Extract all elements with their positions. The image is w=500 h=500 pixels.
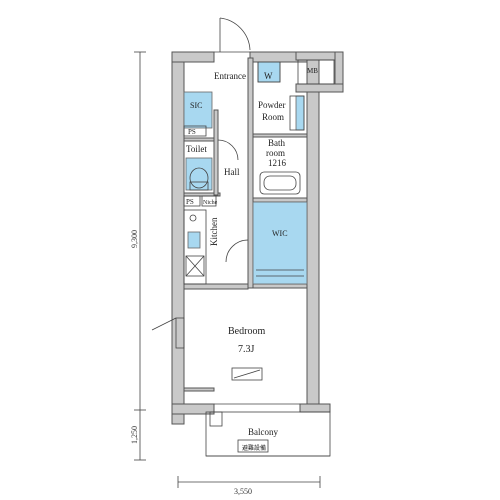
ps-lower-box (183, 195, 201, 207)
bathtub (259, 171, 301, 195)
toilet-fixture (185, 157, 213, 191)
entrance-label: Entrance (214, 71, 246, 81)
sic-cabinet (183, 91, 213, 129)
washer-label: W (264, 71, 273, 81)
ps-upper-label: PS (188, 128, 196, 136)
height-balcony-dimension: 1,250 (130, 426, 139, 444)
sic-label: SIC (190, 101, 202, 110)
bedroom-window (175, 317, 185, 349)
exterior-walls (171, 51, 344, 425)
toilet-label: Toilet (186, 144, 207, 154)
kitchen-label: Kitchen (209, 217, 219, 246)
powder-room-label-2: Room (262, 112, 284, 122)
balcony-label: Balcony (248, 427, 278, 437)
evacuation-hatch-label: 避難設備 (242, 444, 266, 452)
powder-sink (295, 95, 305, 131)
niche-label: Niche (203, 200, 218, 206)
niche-box (201, 195, 217, 207)
ps-lower-label: PS (186, 198, 194, 206)
powder-room-label-1: Powder (258, 100, 286, 110)
bathroom-size-label: 1216 (268, 158, 287, 168)
dimension-lines (134, 51, 321, 488)
height-main-dimension: 9,300 (130, 230, 139, 248)
bedroom-label: Bedroom (228, 326, 265, 337)
bedroom-size-label: 7.3J (238, 344, 255, 355)
bathroom-label-2: room (266, 148, 285, 158)
mb-label: MB (307, 67, 318, 75)
window-swing (151, 317, 177, 331)
width-dimension: 3,550 (234, 487, 252, 496)
bathroom-label-1: Bath (268, 138, 285, 148)
kitchen-counter (183, 209, 207, 285)
mb-box (297, 59, 335, 85)
wic-closet (252, 201, 308, 285)
ps-upper-box (183, 125, 207, 137)
bedroom-air-unit (231, 367, 263, 381)
entrance-door (214, 17, 251, 53)
balcony-outline (205, 403, 331, 457)
hall-label: Hall (224, 167, 240, 177)
hall-door (225, 239, 249, 263)
toilet-door (217, 139, 239, 161)
wic-label: WIC (272, 229, 288, 238)
